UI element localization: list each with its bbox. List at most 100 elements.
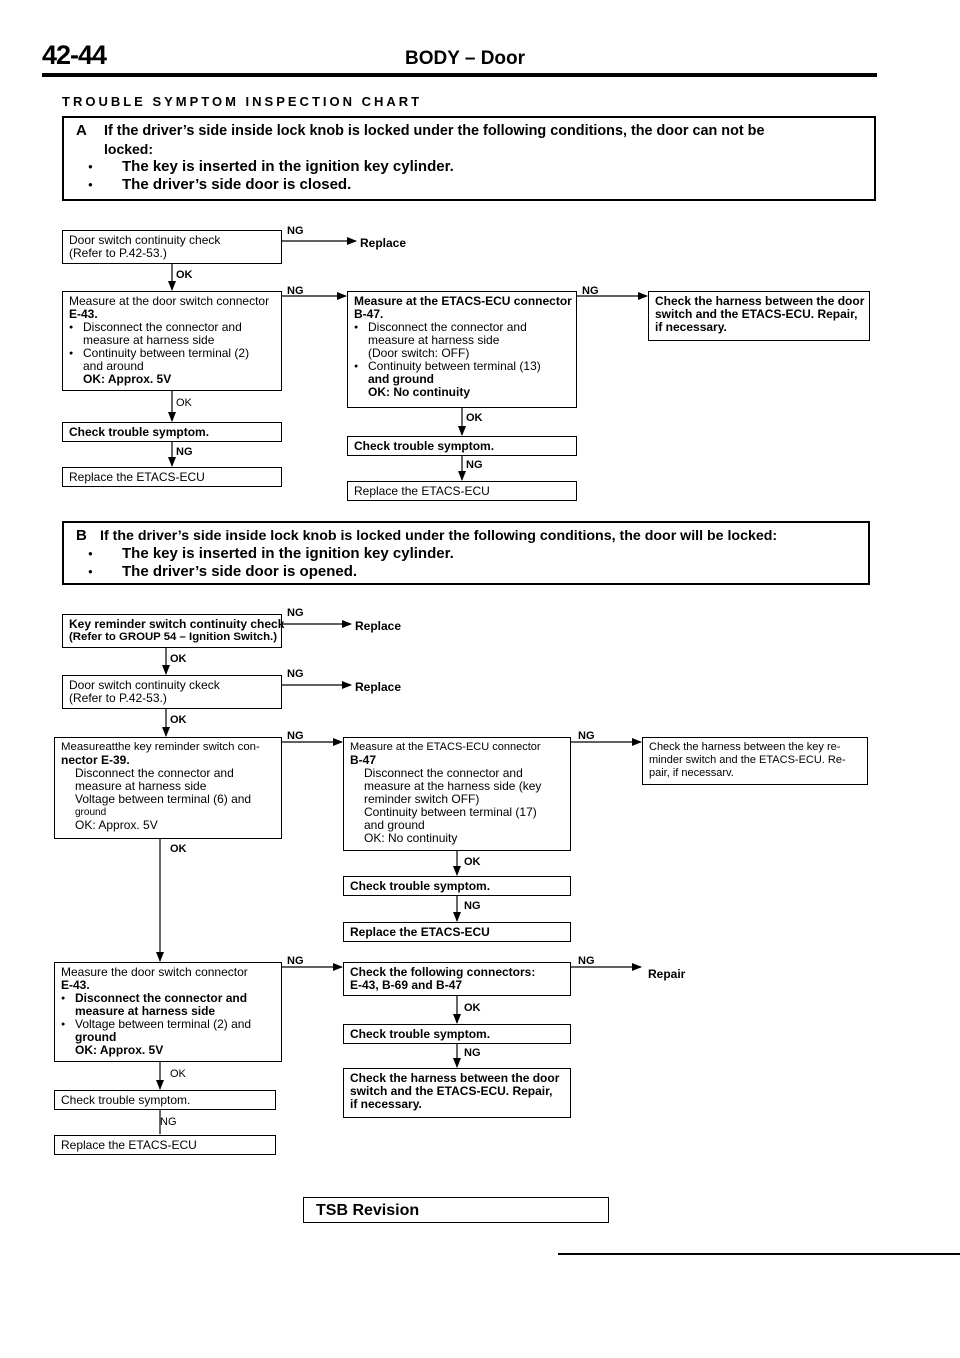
b-ng-label-6: NG [287, 955, 304, 967]
section-a-cond-line2: locked: [104, 141, 154, 157]
b-box3-line1: Measureatthe key reminder switch con- [61, 741, 260, 753]
b-box3-ok-line: OK: Approx. 5V [75, 818, 158, 832]
a-box1-line2: (Refer to P.42-53.) [69, 246, 167, 260]
a-box5-bullet1: Disconnect the connector and [354, 321, 570, 335]
b-box5-line3: pair, if necessarv. [649, 767, 734, 779]
a-ng-label-4: NG [176, 446, 193, 458]
b-ng-label-9: NG [160, 1116, 177, 1128]
a-box5-bullet2-cont: and ground [368, 372, 434, 386]
b-box8-bullet2: Voltage between terminal (2) and [61, 1018, 275, 1032]
a-box5-bullet1-cont2: (Door switch: OFF) [368, 346, 470, 360]
a-check-harness-door-etacs: Check the harness between the door switc… [648, 291, 870, 341]
b-box4-line2: B-47 [350, 753, 377, 767]
a-measure-door-switch-connector: Measure at the door switch connector E-4… [62, 291, 282, 391]
b-box4-bullet1-cont2: reminder switch OFF) [364, 792, 480, 806]
a-box8-line1: Check the harness between the door [655, 294, 865, 308]
b-box8-line1: Measure the door switch connector [61, 965, 248, 979]
b-ng-label-5: NG [464, 900, 481, 912]
a-box2-bullet2-cont: and around [83, 359, 144, 373]
a-check-trouble-symptom: Check trouble symptom. [62, 422, 282, 442]
b-ng-label-8: NG [464, 1047, 481, 1059]
a-box5-line2: B-47. [354, 307, 384, 321]
b-check-trouble-symptom-3: Check trouble symptom. [54, 1090, 276, 1110]
a-ng-label-5: NG [466, 459, 483, 471]
b-key-reminder-check: Key reminder switch continuity check (Re… [62, 614, 285, 648]
a-door-switch-check: Door switch continuity check (Refer to P… [62, 230, 282, 264]
title-dash: – [464, 48, 481, 69]
b-door-switch-check: Door switch continuity ckeck (Refer to P… [62, 675, 282, 709]
b-measure-key-reminder-connector: Measureatthe key reminder switch con- ne… [54, 737, 282, 839]
b-replace-etacs-ecu-2: Replace the ETACS-ECU [54, 1135, 276, 1155]
chart-title: TROUBLE SYMPTOM INSPECTION CHART [62, 94, 423, 109]
b-ng-label-7: NG [578, 955, 595, 967]
b-check-trouble-symptom-2: Check trouble symptom. [343, 1024, 571, 1044]
section-a-cond-bullet1: The key is inserted in the ignition key … [74, 158, 864, 176]
tsb-revision-label: TSB Revision [316, 1202, 420, 1219]
page-title: BODY – Door [405, 48, 525, 70]
section-b-cond-bullet1: The key is inserted in the ignition key … [74, 545, 858, 563]
b-measure-door-switch-connector: Measure the door switch connector E-43. … [54, 962, 282, 1062]
section-b-cond-line1: If the driver’s side inside lock knob is… [100, 528, 778, 544]
b-box9-line2: E-43, B-69 and B-47 [350, 978, 463, 992]
section-a-cond-line1: If the driver’s side inside lock knob is… [104, 123, 765, 139]
b-check-connectors: Check the following connectors: E-43, B-… [343, 962, 571, 996]
b-ok-label-3: OK [170, 843, 187, 855]
b-ng-label-4: NG [578, 730, 595, 742]
b-box11-line3: if necessary. [350, 1097, 422, 1111]
section-b-letter: B [76, 527, 87, 544]
b-box4-bullet2-cont: and ground [364, 818, 425, 832]
b-check-trouble-symptom: Check trouble symptom. [343, 876, 571, 896]
b-check-harness-door-etacs: Check the harness between the door switc… [343, 1068, 571, 1118]
b-box1-line2: (Refer to GROUP 54 – Ignition Switch.) [69, 631, 278, 643]
b-ok-label-5: OK [464, 1002, 481, 1014]
a-box5-bullet2: Continuity between terminal (13) [354, 360, 570, 374]
b-box2-line1: Door switch continuity ckeck [69, 678, 220, 692]
a-ok-label-3: OK [466, 412, 483, 424]
b-box11-line2: switch and the ETACS-ECU. Repair, [350, 1084, 553, 1098]
page-title-section: Door [480, 48, 526, 69]
section-a-cond-bullet2: The driver’s side door is closed. [74, 176, 864, 194]
b-box8-bullet2-cont: ground [75, 1030, 117, 1044]
b-box8-bullet1-cont: measure at harness side [75, 1004, 216, 1018]
a-box8-line2: switch and the ETACS-ECU. Repair, [655, 307, 858, 321]
b-box4-line1: Measure at the ETACS-ECU connector [350, 741, 541, 753]
b-replace-action-2: Replace [355, 680, 402, 694]
a-box2-ok-line: OK: Approx. 5V [83, 372, 172, 386]
b-ok-label-4: OK [464, 856, 481, 868]
b-box8-ok-line: OK: Approx. 5V [75, 1043, 164, 1057]
b-box8-bullet1: Disconnect the connector and [61, 992, 275, 1006]
b-box3-bullet2-cont: ground [75, 807, 107, 818]
b-ng-label-2: NG [287, 668, 304, 680]
a-ok-label-1: OK [176, 269, 193, 281]
a-box5-ok-line: OK: No continuity [368, 385, 470, 399]
footer-rule [558, 1253, 960, 1255]
a-ok-label-2: OK [176, 397, 192, 409]
page-title-body: BODY [405, 48, 460, 69]
b-replace-etacs-ecu: Replace the ETACS-ECU [343, 922, 571, 942]
a-box2-bullet2: Continuity between terminal (2) [69, 347, 275, 361]
a-box1-line1: Door switch continuity check [69, 233, 221, 247]
a-measure-etacs-connector: Measure at the ETACS-ECU connector B-47.… [347, 291, 577, 408]
b-box3-line2: nector E-39. [61, 753, 130, 767]
b-box3-bullet1-cont: measure at harness side [75, 779, 207, 793]
a-check-trouble-symptom-2: Check trouble symptom. [347, 436, 577, 456]
b-box3-bullet2: Voltage between terminal (6) and [75, 792, 252, 806]
page-number: 42-44 [42, 40, 107, 70]
b-box4-ok-line: OK: No continuity [364, 831, 458, 845]
section-a-condition: A If the driver’s side inside lock knob … [62, 116, 876, 201]
b-box8-line2: E-43. [61, 978, 90, 992]
b-ng-label-1: NG [287, 607, 304, 619]
b-box2-line2: (Refer to P.42-53.) [69, 691, 167, 705]
a-box8-line3: if necessary. [655, 320, 727, 334]
b-measure-etacs-connector: Measure at the ETACS-ECU connector B-47 … [343, 737, 571, 851]
b-box9-line1: Check the following connectors: [350, 965, 536, 979]
a-ng-label-3: NG [582, 285, 599, 297]
b-box5-line1: Check the harness between the key re- [649, 741, 841, 753]
a-ng-label-2: NG [287, 285, 304, 297]
a-replace-etacs-ecu: Replace the ETACS-ECU [62, 467, 282, 487]
b-ng-label-3: NG [287, 730, 304, 742]
b-replace-action-1: Replace [355, 619, 402, 633]
b-box4-bullet1: Disconnect the connector and [364, 766, 523, 780]
b-repair-action: Repair [648, 967, 686, 981]
b-box1-line1: Key reminder switch continuity check [69, 617, 285, 631]
